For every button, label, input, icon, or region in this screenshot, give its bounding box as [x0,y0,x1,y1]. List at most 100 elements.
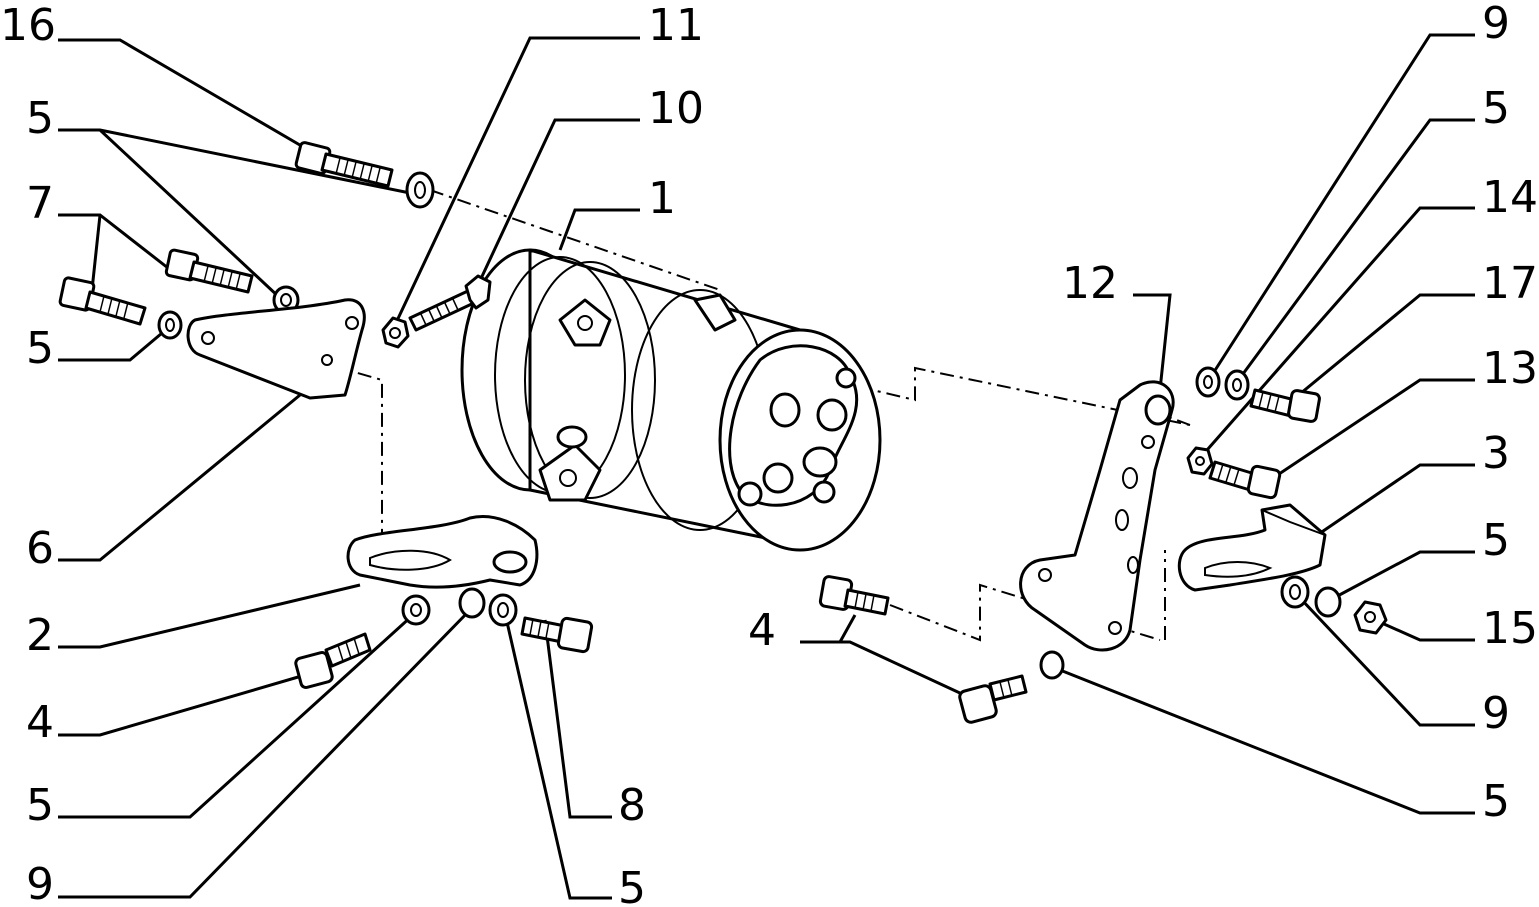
callout-5: 5 [1482,515,1510,566]
washer-5-right-top-outer [1224,369,1250,401]
bracket-12-hole-5 [1127,556,1139,574]
washer-5-right-lower-outer [1314,586,1342,618]
callout-5: 5 [26,780,54,831]
leader-5-bottom [58,613,415,819]
callout-9: 9 [26,859,54,907]
nut-part-15 [1353,600,1388,635]
callout-3: 3 [1482,428,1510,479]
callout-4: 4 [26,697,54,748]
bracket-2-boss [492,550,528,574]
compressor-ear-top [558,298,612,347]
leader-6 [58,393,301,562]
compressor-part-1 [460,248,882,552]
nut-15-hole [1364,611,1376,623]
bolt-4-left-thread [337,637,360,662]
leader-4-right [800,640,976,702]
bracket-12-body [1019,380,1175,652]
nut-14-hole [1195,456,1205,466]
leader-17 [1294,293,1475,400]
leader-8 [543,619,612,819]
callout-4: 4 [748,605,776,656]
bolt-part-17 [1249,388,1321,423]
callout-13: 13 [1482,343,1538,394]
leader-5-right [1238,118,1475,379]
washer-part-5-right-top [1224,369,1250,401]
callout-12: 12 [1062,258,1118,309]
callout-9: 9 [1482,0,1510,49]
leader-9 [58,608,472,899]
stud-part-10 [408,274,492,332]
washer-9-right-top-outer [1195,366,1221,398]
washer-5-right-bottom-outer [1039,650,1065,680]
bracket-12-hole-4 [1115,509,1129,531]
washer-9-right-lower-hole [1289,584,1301,600]
bolt-7-lower-shank [84,290,147,326]
nut-part-14 [1186,446,1214,476]
bolt-part-7-upper [164,248,254,294]
bolt-7-upper-shank [188,260,254,294]
callout-16: 16 [0,0,56,51]
washer-part-5-center [488,593,518,627]
compressor-ear-boss [556,425,588,449]
leader-7-upper-bolt [58,213,169,270]
washer-part-5-right-lower [1314,586,1342,618]
bracket-part-6 [186,298,366,400]
compressor-stud-hole-1 [835,367,857,389]
compressor-stud-hole-3 [812,480,836,504]
compressor-ear-top-hole [577,315,593,331]
bracket-3-edge [1261,509,1326,536]
leader-5-lower-washer [98,128,282,300]
compressor-ring-2 [524,261,656,499]
callout-17: 17 [1482,258,1538,309]
bracket-12-hole-3 [1122,467,1138,489]
leader-9-right-lower [1298,596,1475,727]
bracket-12-hole-top [1144,394,1172,426]
leader-3 [1309,463,1475,542]
leader-lines [58,33,1475,900]
bolt-4-right-lower-shank [988,674,1028,702]
washer-part-9-right-lower [1280,575,1310,609]
bolt-4-right-upper-thread [854,591,875,612]
washer-5-left-bottom-hole [410,603,422,617]
callout-10: 10 [648,83,704,134]
callout-9: 9 [1482,688,1510,739]
stud-10-thread [419,296,459,326]
washer-5-top-outer [405,171,435,209]
nut-11-hole [389,327,401,339]
bolt-part-4-left [294,632,372,690]
leader-1 [558,208,640,251]
bracket-part-2 [346,515,539,589]
leader-7-lower-bolt [90,214,102,291]
leader-16 [58,38,306,150]
bolt-4-right-lower-thread [999,679,1013,699]
bolt-4-left-head [294,650,334,690]
leader-5-right-bottom [1059,668,1475,815]
bracket-2-slot [369,549,452,571]
bracket-3-slot [1204,561,1273,578]
callout-1: 1 [648,173,676,224]
compressor-port-1 [769,392,801,428]
bolt-13-thread [1217,463,1240,486]
bolt-part-7-lower [58,276,147,326]
callout-7: 7 [26,178,54,229]
bolt-7-lower-thread [99,295,129,319]
compressor-ear-back [693,293,737,332]
leader-4 [58,673,306,737]
bracket-12-hole-7 [1108,621,1122,635]
bracket-6-body [186,298,366,400]
bolt-8-head [556,616,594,654]
axis-bolt-16 [429,189,721,291]
bolt-16-thread [335,157,381,185]
callout-14: 14 [1482,172,1538,223]
nut-part-11 [381,316,410,349]
leader-2 [58,583,361,649]
bolt-part-4-right-upper [818,575,890,616]
compressor-stud-hole-2 [737,481,763,507]
callout-5: 5 [26,323,54,374]
leader-15 [1374,618,1475,642]
bolt-part-13 [1208,460,1282,500]
bracket-6-hole-3 [321,354,333,366]
compressor-port-3 [802,446,838,478]
stud-10-collar [464,274,492,310]
leader-10 [476,118,640,286]
